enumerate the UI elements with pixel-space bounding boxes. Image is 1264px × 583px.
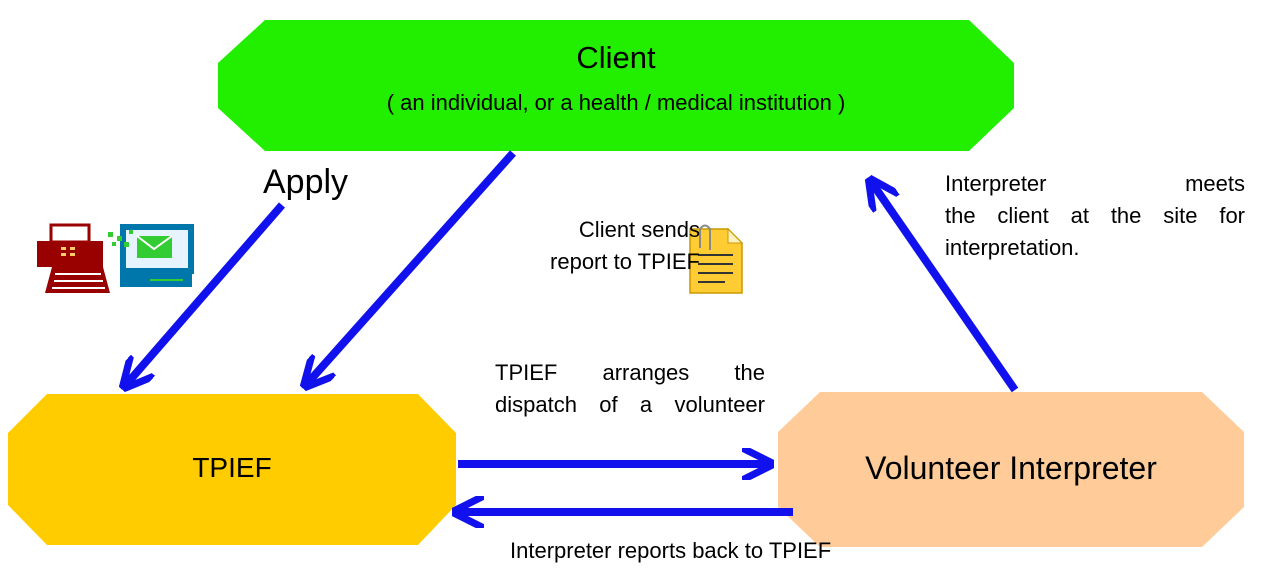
document-report-icon bbox=[689, 224, 744, 294]
volunteer-node-shape bbox=[778, 392, 1244, 547]
fax-printer-icon bbox=[37, 223, 110, 293]
client-sends-line-1: Client sends bbox=[578, 217, 700, 242]
volunteer-node-title: Volunteer Interpreter bbox=[865, 450, 1157, 486]
client-sends-line-2: report to TPIEF bbox=[550, 249, 700, 274]
computer-email-icon bbox=[108, 224, 194, 287]
tpief-arranges-line-2: dispatch of a volunteer bbox=[495, 392, 765, 417]
client-node-shape bbox=[218, 20, 1014, 151]
tpief-node-shape bbox=[8, 394, 456, 545]
client-sends-report-arrow bbox=[305, 150, 516, 386]
client-sends-report-label: Client sends report to TPIEF bbox=[520, 214, 700, 278]
interpreter-meets-label: Interpreter meets the client at the site… bbox=[945, 168, 1245, 264]
client-node-title: Client bbox=[576, 40, 656, 75]
apply-label: Apply bbox=[263, 163, 349, 201]
interpreter-meets-line-3: interpretation. bbox=[945, 235, 1080, 260]
client-node-subtitle: ( an individual, or a health / medical i… bbox=[386, 90, 846, 115]
interpreter-reports-label: Interpreter reports back to TPIEF bbox=[510, 538, 832, 563]
interpreter-meets-client-arrow bbox=[870, 180, 1019, 393]
tpief-arranges-line-1: TPIEF arranges the bbox=[495, 360, 765, 385]
interpreter-meets-line-1: Interpreter meets bbox=[945, 171, 1245, 196]
tpief-node-title: TPIEF bbox=[192, 452, 272, 483]
tpief-arranges-label: TPIEF arranges the dispatch of a volunte… bbox=[495, 357, 765, 421]
apply-arrow bbox=[124, 202, 286, 387]
interpreter-meets-line-2: the client at the site for bbox=[945, 203, 1245, 228]
